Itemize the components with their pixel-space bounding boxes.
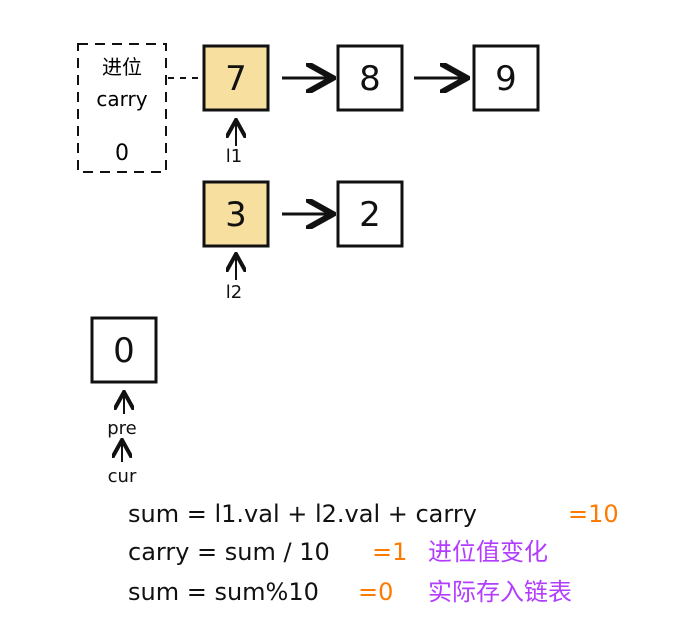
carry-box: 进位 carry 0 (77, 43, 167, 173)
list1: 7 8 9 l1 (202, 44, 540, 167)
equation-3-note: 实际存入链表 (428, 578, 572, 606)
equation-2-result: =1 (372, 538, 407, 566)
list2-node-1-value: 3 (225, 195, 247, 235)
cur-pointer-label: cur (108, 466, 137, 487)
list2-pointer-label: l2 (226, 282, 242, 303)
equations: sum = l1.val + l2.val + carry =10 carry … (128, 500, 619, 606)
equation-3-result: =0 (358, 578, 393, 606)
equation-row-3: sum = sum%10 =0 实际存入链表 (128, 578, 572, 606)
carry-title-en: carry (96, 87, 147, 111)
list1-node-1-value: 7 (225, 59, 247, 99)
carry-value: 0 (115, 141, 129, 166)
list2-node-2-value: 2 (359, 195, 381, 235)
list1-node-1: 7 (202, 44, 270, 112)
equation-3-formula: sum = sum%10 (128, 578, 319, 606)
list2: 3 2 l2 (202, 180, 404, 303)
pre-pointer-label: pre (107, 418, 137, 439)
list2-node-1: 3 (202, 180, 270, 248)
dummy-node-value: 0 (113, 331, 135, 371)
list1-node-2: 8 (336, 44, 404, 112)
carry-title-cn: 进位 (102, 55, 142, 79)
equation-2-formula: carry = sum / 10 (128, 538, 330, 566)
equation-row-2: carry = sum / 10 =1 进位值变化 (128, 538, 548, 566)
list1-node-2-value: 8 (359, 59, 381, 99)
dummy-node: 0 pre cur (90, 316, 158, 487)
list1-node-3: 9 (472, 44, 540, 112)
list1-pointer-label: l1 (226, 146, 242, 167)
equation-2-note: 进位值变化 (428, 538, 548, 566)
list1-node-3-value: 9 (495, 59, 517, 99)
equation-1-formula: sum = l1.val + l2.val + carry (128, 500, 477, 528)
list2-node-2: 2 (336, 180, 404, 248)
equation-1-result: =10 (568, 500, 619, 528)
equation-row-1: sum = l1.val + l2.val + carry =10 (128, 500, 619, 528)
